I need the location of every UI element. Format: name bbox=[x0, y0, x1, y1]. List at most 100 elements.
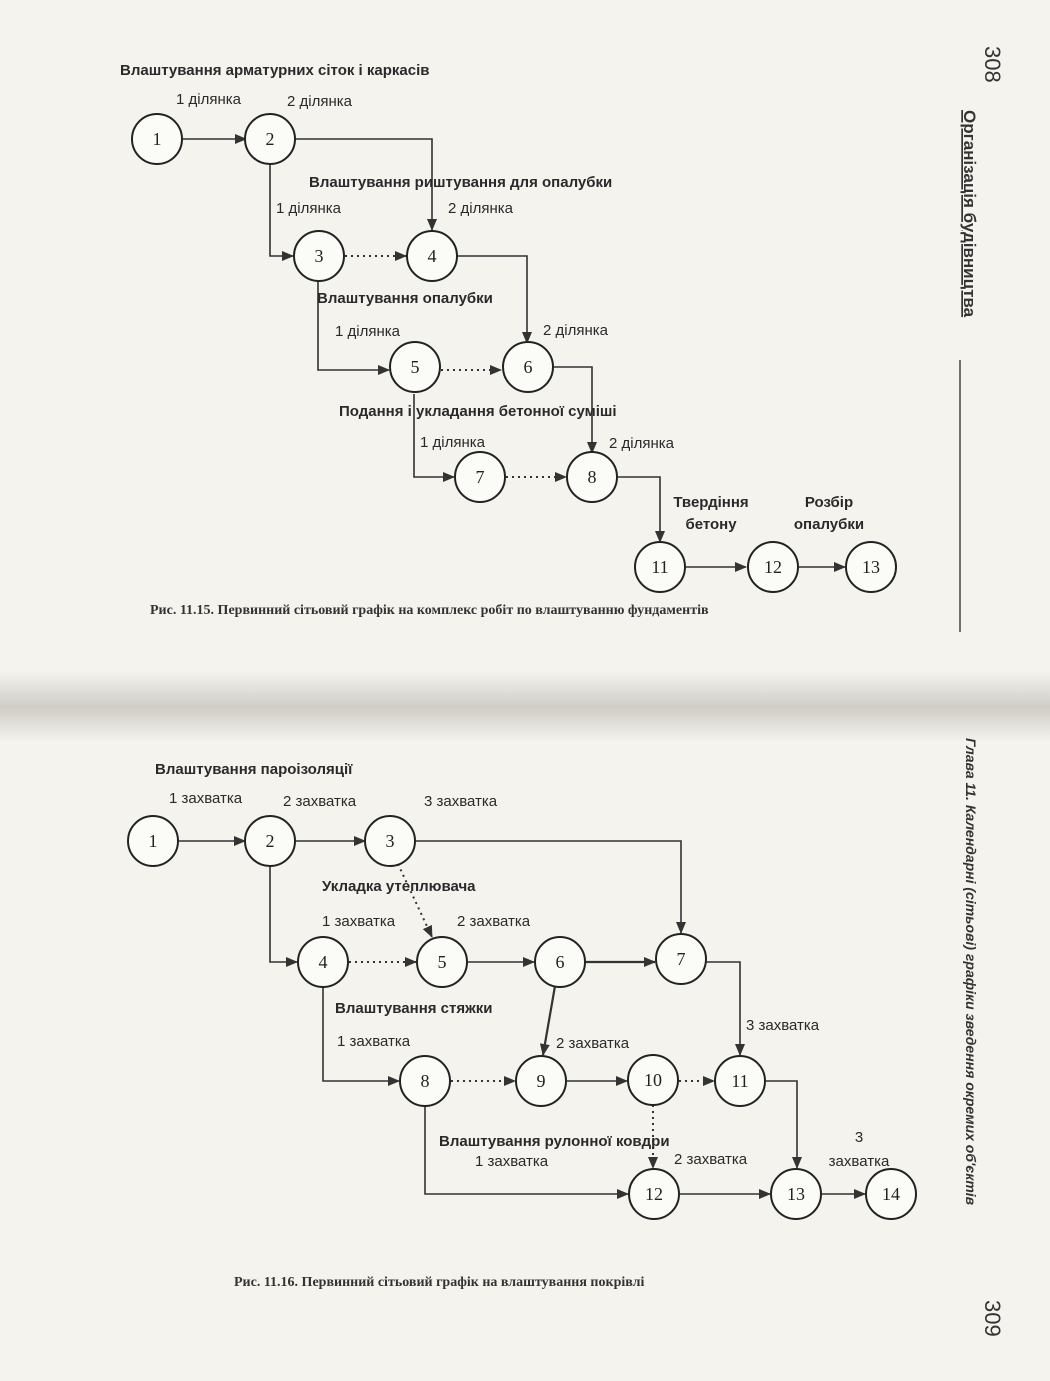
fig15-label-w4-s2: 2 ділянка bbox=[609, 435, 675, 452]
fig15-work-label-formwork: Влаштування опалубки bbox=[317, 290, 493, 307]
fig16-node-7-label: 7 bbox=[677, 949, 686, 969]
fig16-node-3: 3 bbox=[364, 815, 416, 867]
fig16-node-6-label: 6 bbox=[556, 952, 565, 972]
fig16-label-w2-s1: 1 захватка bbox=[322, 913, 396, 930]
fig16-node-11: 11 bbox=[714, 1055, 766, 1107]
fig16-node-8: 8 bbox=[399, 1055, 451, 1107]
fig16-node-5-label: 5 bbox=[438, 952, 447, 972]
fig15-node-6-label: 6 bbox=[524, 357, 533, 377]
fig15-label-w4-s1: 1 ділянка bbox=[420, 434, 486, 451]
fig16-node-2-label: 2 bbox=[266, 831, 275, 851]
fig16-label-w3-s1: 1 захватка bbox=[337, 1033, 411, 1050]
fig16-label-w3-s2: 2 захватка bbox=[556, 1035, 630, 1052]
fig16-label-w4-s3-word: захватка bbox=[829, 1153, 890, 1170]
fig16-node-1: 1 bbox=[127, 815, 179, 867]
fig16-node-14-label: 14 bbox=[882, 1184, 900, 1204]
fig16-edges bbox=[178, 836, 866, 1199]
fig16-node-4-label: 4 bbox=[319, 952, 328, 972]
fig15-node-13-label: 13 bbox=[862, 557, 880, 577]
fig15-node-3-label: 3 bbox=[315, 246, 324, 266]
fig15-node-11-label: 11 bbox=[651, 557, 668, 577]
page-number-top: 308 bbox=[980, 46, 1005, 83]
fig15-label-w1-s1: 1 ділянка bbox=[176, 91, 242, 108]
fig16-node-5: 5 bbox=[416, 936, 468, 988]
fig15-label-w3-s2: 2 ділянка bbox=[543, 322, 609, 339]
fig15-work-label-reinforcement: Влаштування арматурних сіток і каркасів bbox=[120, 62, 429, 79]
fig15-node-1: 1 bbox=[131, 113, 183, 165]
fig15-node-1-label: 1 bbox=[153, 129, 162, 149]
fig15-edge-2-3 bbox=[269, 163, 294, 261]
fig16-node-10-label: 10 bbox=[644, 1070, 662, 1090]
fig16-node-12: 12 bbox=[628, 1168, 680, 1220]
running-head-bottom: Глава 11. Календарні (сітьові) графіки з… bbox=[963, 738, 979, 1206]
page-fold-shadow bbox=[0, 672, 1050, 742]
fig15-node-2-label: 2 bbox=[266, 129, 275, 149]
fig16-node-3-label: 3 bbox=[386, 831, 395, 851]
fig15-label-w1-s2: 2 ділянка bbox=[287, 93, 353, 110]
fig16-node-2: 2 bbox=[244, 815, 296, 867]
fig16-work-label-vapor-barrier: Влаштування пароізоляції bbox=[155, 761, 353, 778]
fig16-edge-8-12 bbox=[424, 1105, 629, 1199]
fig16-work-label-screed: Влаштування стяжки bbox=[335, 1000, 492, 1017]
fig15-label-stripping-2: опалубки bbox=[794, 516, 864, 533]
fig16-label-w1-s1: 1 захватка bbox=[169, 790, 243, 807]
fig16-node-9: 9 bbox=[515, 1055, 567, 1107]
fig15-edge-3-5 bbox=[317, 281, 390, 375]
fig15-edge-4-6 bbox=[458, 255, 532, 344]
fig15-label-stripping-1: Розбір bbox=[805, 494, 853, 511]
fig15-edge-5-7 bbox=[413, 394, 455, 482]
fig15-node-2: 2 bbox=[244, 113, 296, 165]
fig16-label-w2-s2: 2 захватка bbox=[457, 913, 531, 930]
fig16-label-w1-s2: 2 захватка bbox=[283, 793, 357, 810]
fig15-node-4: 4 bbox=[406, 230, 458, 282]
fig15-label-w2-s2: 2 ділянка bbox=[448, 200, 514, 217]
fig16-node-6: 6 bbox=[534, 936, 586, 988]
fig16-node-14: 14 bbox=[865, 1168, 917, 1220]
fig15-node-12-label: 12 bbox=[764, 557, 782, 577]
fig15-edge-2-4 bbox=[296, 138, 437, 231]
fig15-node-8: 8 bbox=[566, 451, 618, 503]
fig16-node-1-label: 1 bbox=[149, 831, 158, 851]
fig16-edge-4-8 bbox=[322, 986, 400, 1086]
fig16-caption: Рис. 11.16. Первинний сітьовий графік на… bbox=[234, 1275, 644, 1290]
fig16-node-9-label: 9 bbox=[537, 1071, 546, 1091]
fig16-work-label-roll-roofing: Влаштування рулонної ковдри bbox=[439, 1133, 670, 1150]
fig15-label-w2-s1: 1 ділянка bbox=[276, 200, 342, 217]
fig15-node-5: 5 bbox=[389, 341, 441, 393]
fig16-node-10: 10 bbox=[627, 1054, 679, 1106]
fig15-node-7: 7 bbox=[454, 451, 506, 503]
fig16-label-w1-s3: 3 захватка bbox=[424, 793, 498, 810]
fig16-node-12-label: 12 bbox=[645, 1184, 663, 1204]
fig15-label-curing-2: бетону bbox=[685, 516, 737, 533]
fig16-node-13-label: 13 bbox=[787, 1184, 805, 1204]
fig15-edge-6-8 bbox=[553, 366, 597, 454]
fig16-label-w4-s2: 2 захватка bbox=[674, 1151, 748, 1168]
fig15-label-curing-1: Твердіння bbox=[673, 494, 748, 511]
fig16-node-7: 7 bbox=[655, 933, 707, 985]
fig15-node-8-label: 8 bbox=[588, 467, 597, 487]
figure-11-15: 1 2 3 4 5 6 7 8 11 12 13 Влаштування арм… bbox=[120, 62, 897, 618]
fig16-work-label-insulation: Укладка утеплювача bbox=[322, 878, 476, 895]
fig15-node-11: 11 bbox=[634, 541, 686, 593]
fig16-edge-7-11 bbox=[706, 961, 745, 1056]
fig15-edges bbox=[183, 134, 846, 572]
fig16-node-11-label: 11 bbox=[731, 1071, 748, 1091]
fig15-work-label-scaffolding: Влаштування риштування для опалубки bbox=[309, 174, 612, 191]
fig15-work-label-concreting: Подання і укладання бетонної суміші bbox=[339, 403, 617, 420]
fig16-node-4: 4 bbox=[297, 936, 349, 988]
page-number-bottom: 309 bbox=[980, 1300, 1005, 1337]
fig15-node-13: 13 bbox=[845, 541, 897, 593]
fig15-node-7-label: 7 bbox=[476, 467, 485, 487]
fig16-label-w2-s3: 3 захватка bbox=[746, 1017, 820, 1034]
fig16-edge-2-4 bbox=[269, 865, 298, 967]
fig16-edge-3-5 bbox=[397, 863, 433, 938]
fig16-edge-3-7 bbox=[415, 840, 686, 934]
running-head-top: Організація будівництва bbox=[960, 110, 979, 318]
fig15-caption: Рис. 11.15. Первинний сітьовий графік на… bbox=[150, 603, 709, 618]
fig15-label-w3-s1: 1 ділянка bbox=[335, 323, 401, 340]
fig15-node-3: 3 bbox=[293, 230, 345, 282]
fig15-edge-8-11 bbox=[617, 476, 665, 543]
fig15-node-5-label: 5 bbox=[411, 357, 420, 377]
